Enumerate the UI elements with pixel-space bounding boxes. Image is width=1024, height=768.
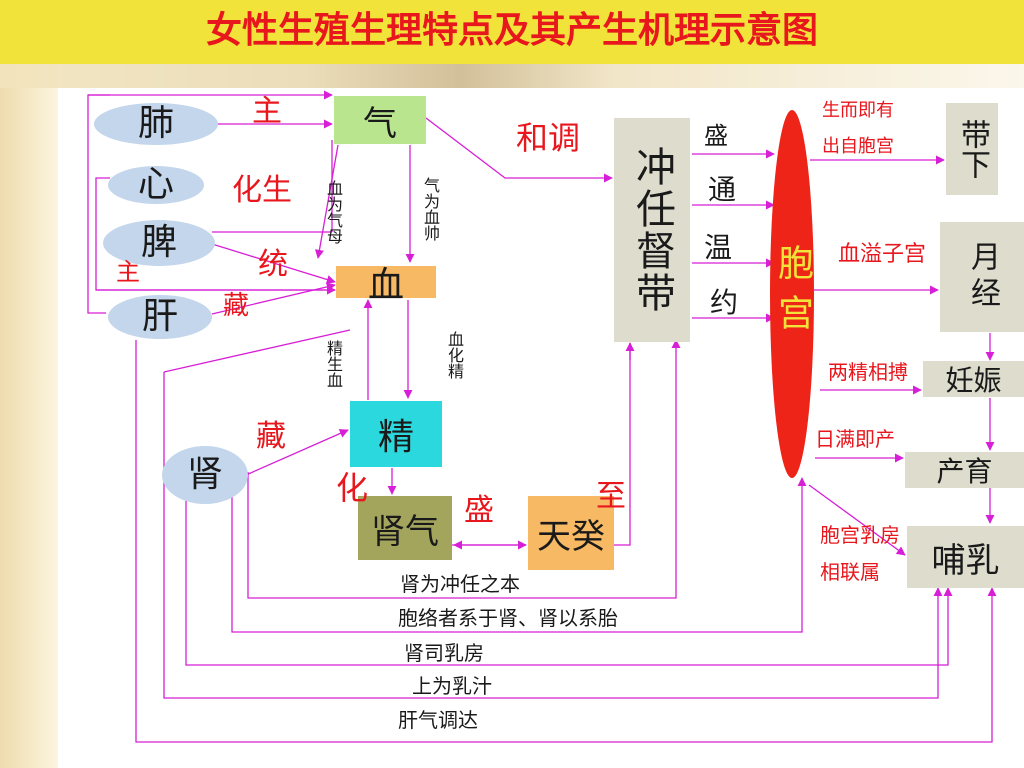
label-hua: 化 [336,469,369,507]
label-yue: 约 [710,286,739,319]
label-huasheng: 化生 [232,173,292,208]
label-zhi: 至 [596,479,626,514]
label-cang-kidney: 藏 [256,419,286,454]
tiangui-box: 天癸 [528,496,614,570]
note-kidney-chongren: 肾为冲任之本 [400,572,520,596]
title-bar [0,0,1024,64]
label-sheng-qi: 盛 [464,493,494,528]
organ-heart: 心 [108,166,204,204]
xue-box: 血 [336,265,436,306]
label-hetiao: 和调 [516,119,581,157]
label-wen: 温 [704,231,733,264]
label-tong-chong: 通 [708,173,737,206]
chanyu-box: 产育 [905,452,1024,488]
organ-kidney: 肾 [162,446,248,504]
note-kidney-breast: 肾司乳房 [404,641,484,665]
note-liver-qi: 肝气调达 [398,708,478,732]
organ-liver: 肝 [108,295,212,339]
label-shengerjiyou: 生而即有 [822,100,894,121]
shenqi-box: 肾气 [358,496,452,560]
label-xianglianshu: 相联属 [820,560,880,584]
qi-box: 气 [334,96,426,144]
label-jing-sheng-xue: 精生血 [324,340,343,388]
page-title: 女性生殖生理特点及其产生机理示意图 [205,9,818,51]
label-zhu-lung: 主 [252,94,282,129]
daixia-box: 带下 [946,103,998,195]
label-baogongrufang: 胞宫乳房 [820,523,900,547]
uterus-shape: 胞宫 [770,110,814,478]
label-zhu-liver: 主 [116,258,140,286]
yuejing-box: 月经 [940,222,1024,332]
jing-box: 精 [350,401,442,467]
renshen-box: 妊娠 [923,361,1024,397]
label-chuzibaogong: 出自胞宫 [822,136,894,157]
note-baoluo: 胞络者系于肾、肾以系胎 [398,606,618,630]
label-xueyizigong: 血溢子宫 [838,242,927,267]
organ-spleen: 脾 [103,220,215,266]
decorative-left-panel [0,64,58,768]
label-rimanjichan: 日满即产 [815,427,895,451]
label-cang-liver: 藏 [223,291,250,321]
organ-lung: 肺 [94,103,218,145]
content-panel [58,88,1024,768]
label-qi-wei-xue-shuai: 气为血帅 [421,177,440,241]
buru-box: 哺乳 [907,526,1024,588]
label-liangjingxiangbo: 两精相搏 [828,360,908,384]
label-xue-hua-jing: 血化精 [445,331,464,379]
label-sheng-chong: 盛 [704,122,728,150]
chongren-box: 冲任督带 [614,118,690,342]
decorative-top-strip [0,64,1024,88]
note-breast-milk: 上为乳汁 [412,674,492,698]
label-tong: 统 [258,247,288,282]
label-xue-wei-qi-mu: 血为气母 [324,180,343,244]
